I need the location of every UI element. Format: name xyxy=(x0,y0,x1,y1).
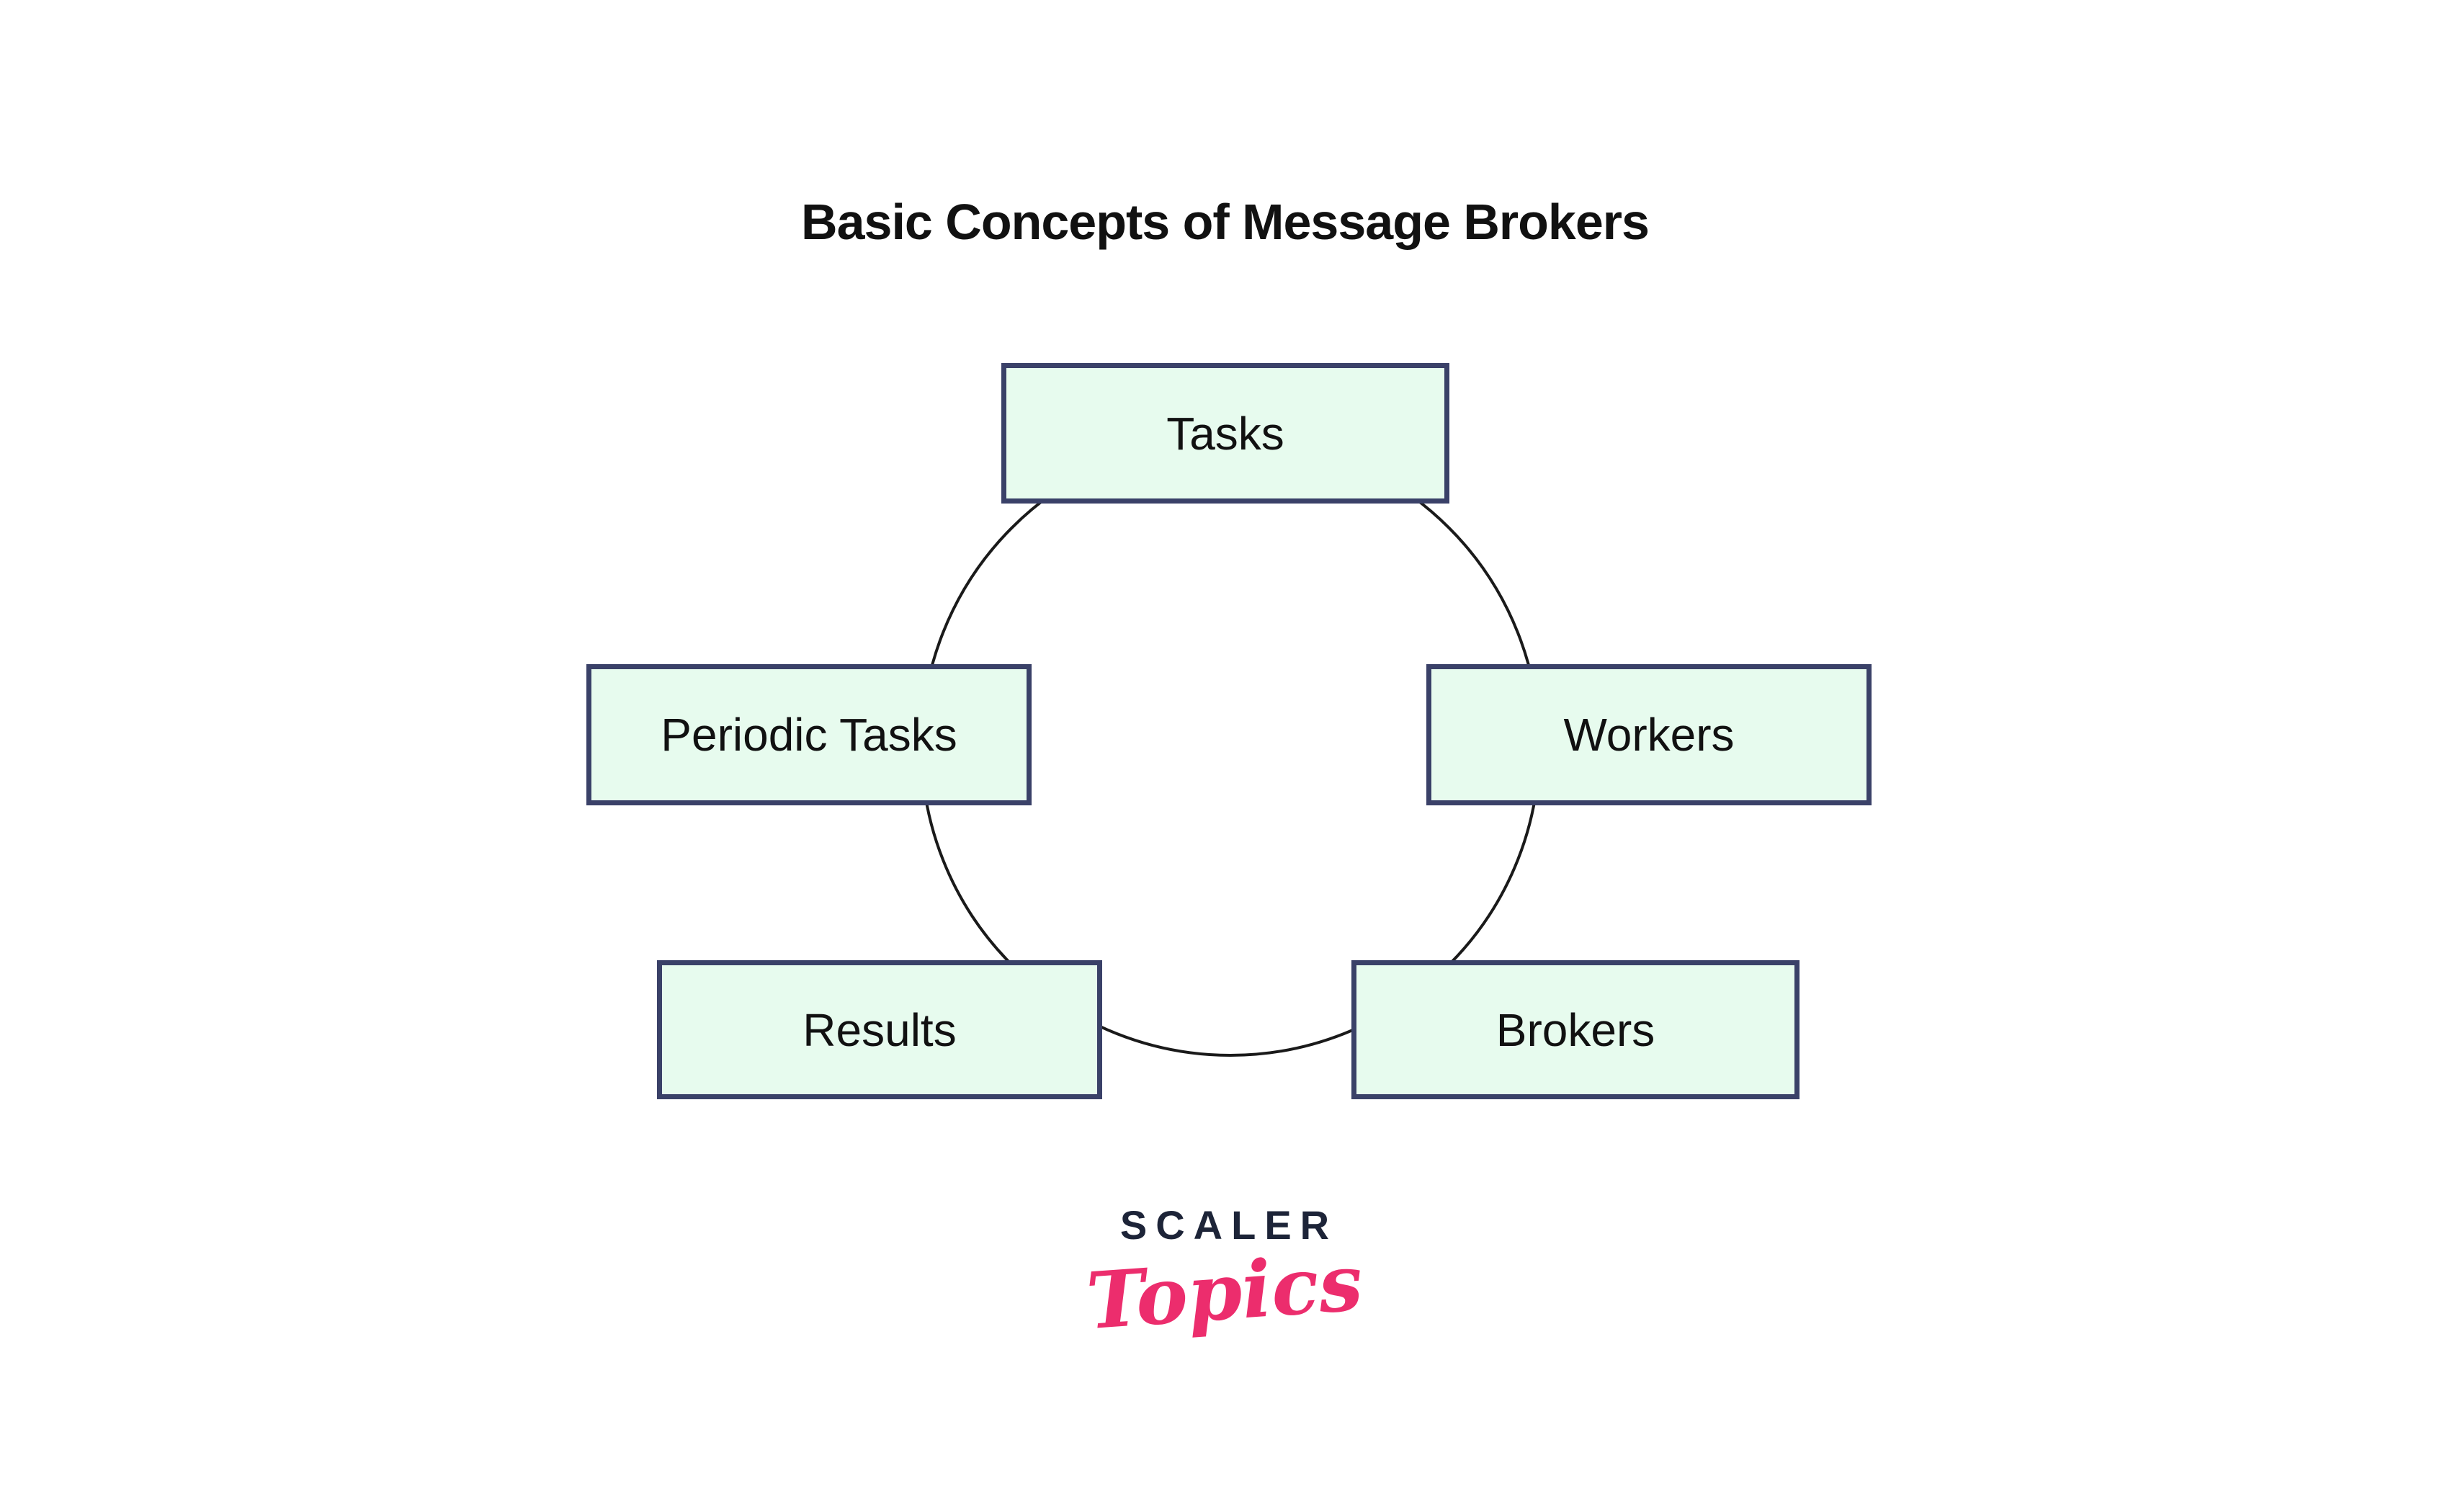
node-periodic-tasks: Periodic Tasks xyxy=(586,664,1032,805)
logo-sub-wordmark: Topics xyxy=(1083,1237,1366,1348)
node-results-label: Results xyxy=(802,1003,957,1056)
node-workers-label: Workers xyxy=(1563,709,1735,761)
node-results: Results xyxy=(657,960,1102,1099)
node-brokers: Brokers xyxy=(1351,960,1800,1099)
node-workers: Workers xyxy=(1426,664,1872,805)
scaler-topics-logo: SCALER Topics xyxy=(1045,1202,1405,1347)
node-brokers-label: Brokers xyxy=(1496,1003,1655,1056)
node-tasks-label: Tasks xyxy=(1166,407,1284,460)
node-tasks: Tasks xyxy=(1001,363,1449,504)
node-periodic-tasks-label: Periodic Tasks xyxy=(661,709,957,761)
logo-brand-wordmark: SCALER xyxy=(1119,1202,1338,1248)
diagram-title: Basic Concepts of Message Brokers xyxy=(801,194,1650,250)
